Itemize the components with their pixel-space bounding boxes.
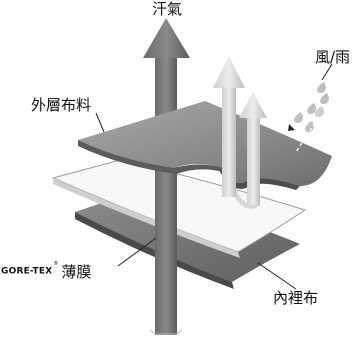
- vapor-arrow-light-left: [213, 56, 245, 197]
- rain-drops: [288, 82, 329, 153]
- gore-tex-logo: GORE-TEX: [1, 266, 53, 277]
- registered-mark: ®: [53, 261, 59, 267]
- inner-lining-label: 內裡布: [273, 289, 319, 307]
- membrane-label: GORE-TEX®薄膜: [1, 261, 91, 282]
- membrane-layer: [51, 159, 307, 258]
- membrane-label-text: 薄膜: [61, 263, 92, 281]
- leader-lines: [95, 63, 333, 290]
- sweat-vapor-label: 汗氣: [152, 0, 183, 18]
- vapor-arrow-light-right: [239, 92, 267, 205]
- outer-fabric-label: 外層布料: [31, 96, 92, 114]
- wind-rain-label: 風/雨: [315, 48, 351, 66]
